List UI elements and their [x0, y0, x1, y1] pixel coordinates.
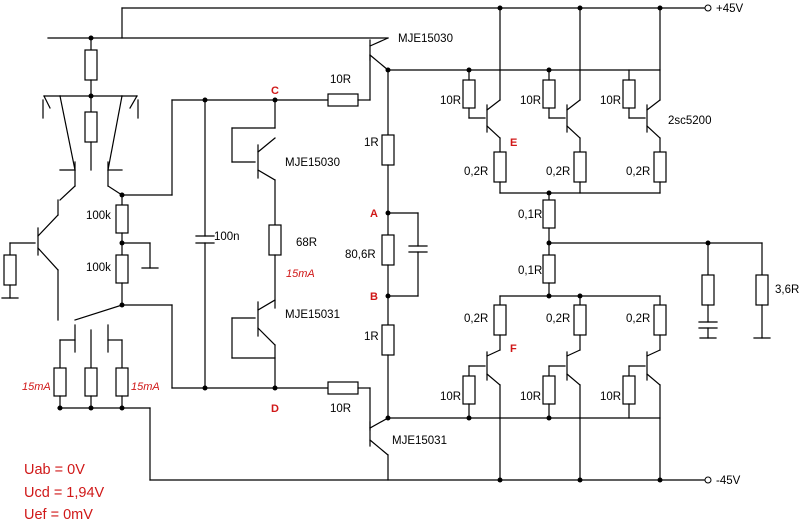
- bias-top-label: MJE15030: [285, 157, 340, 169]
- resistor-100k-bottom: [115, 254, 129, 284]
- resistor-10r-lower-1: 10R: [440, 391, 461, 403]
- resistor-80r6-label: 80,6R: [345, 249, 376, 261]
- resistor-68r-label: 68R: [296, 237, 317, 249]
- resistor-0r2-lower-3: 0,2R: [626, 313, 650, 325]
- resistor-0r1-bottom: [542, 254, 556, 284]
- resistor: [3, 254, 17, 286]
- resistor-10r-d: [327, 381, 359, 395]
- resistor: [84, 367, 98, 397]
- resistor-0r1-top: [542, 199, 556, 229]
- resistor-10r-lower-2: 10R: [520, 391, 541, 403]
- resistor-10r-d-label: 10R: [330, 403, 351, 415]
- resistor-68r: [268, 224, 282, 256]
- resistor-0r2-lower-1: 0,2R: [464, 313, 488, 325]
- resistor-0r2-upper-2: 0,2R: [546, 166, 570, 178]
- resistor-10r-c-label: 10R: [330, 74, 351, 86]
- upper-output-stage: [462, 5, 667, 196]
- note-ucd: Ucd = 1,94V: [24, 485, 105, 501]
- resistor-0r1-top-label: 0,1R: [518, 209, 542, 221]
- positive-rail: [47, 4, 712, 39]
- current-right-label: 15mA: [131, 381, 160, 393]
- resistor: [115, 367, 129, 397]
- resistor-100k-top: [115, 204, 129, 234]
- negative-rail: [57, 407, 712, 484]
- node-b-label: B: [370, 291, 378, 303]
- output-node: [542, 192, 771, 339]
- driver-top-label: MJE15030: [398, 33, 453, 45]
- driver-stage: [369, 37, 661, 481]
- lower-output-stage: [462, 293, 667, 483]
- node-a-label: A: [370, 208, 378, 220]
- resistor-1r-bottom-label: 1R: [364, 331, 379, 343]
- resistor-1r-top-label: 1R: [364, 137, 379, 149]
- capacitor-100n-label: 100n: [214, 231, 240, 243]
- resistor: [53, 367, 67, 397]
- resistor-10r-lower-3: 10R: [600, 391, 621, 403]
- bias-network: [171, 54, 371, 431]
- resistor-0r1-bottom-label: 0,1R: [518, 265, 542, 277]
- resistor-1r-bottom: [381, 324, 395, 356]
- resistor-3r6-label: 3,6R: [775, 284, 799, 296]
- resistor-1r-top: [381, 134, 395, 166]
- resistor-0r2-upper-1: 0,2R: [464, 166, 488, 178]
- negative-rail-label: -45V: [716, 475, 741, 487]
- resistor-3r6: [755, 274, 769, 306]
- resistor-10r-upper-3: 10R: [600, 95, 621, 107]
- node-e-label: E: [510, 137, 517, 149]
- resistor-80r6: [381, 234, 395, 266]
- bias-bottom-label: MJE15031: [285, 309, 340, 321]
- node-d-label: D: [271, 403, 279, 415]
- node-c-label: C: [271, 85, 279, 97]
- resistor-100k-top-label: 100k: [86, 210, 111, 222]
- resistor-10r-c: [327, 93, 359, 107]
- note-uef: Uef = 0mV: [24, 507, 93, 521]
- driver-bottom-label: MJE15031: [392, 435, 447, 447]
- current-left-label: 15mA: [22, 381, 51, 393]
- current-bias-label: 15mA: [286, 268, 315, 280]
- node-f-label: F: [510, 343, 517, 355]
- positive-rail-label: +45V: [716, 3, 744, 15]
- input-stage: [1, 35, 173, 411]
- resistor-0r2-upper-3: 0,2R: [626, 166, 650, 178]
- resistor-100k-bottom-label: 100k: [86, 262, 111, 274]
- resistor-10r-upper-1: 10R: [440, 95, 461, 107]
- resistor-0r2-lower-2: 0,2R: [546, 313, 570, 325]
- resistor: [84, 49, 98, 81]
- output-transistor-label: 2sc5200: [668, 115, 711, 127]
- note-uab: Uab = 0V: [24, 462, 85, 478]
- resistor-10r-upper-2: 10R: [520, 95, 541, 107]
- resistor: [84, 111, 98, 143]
